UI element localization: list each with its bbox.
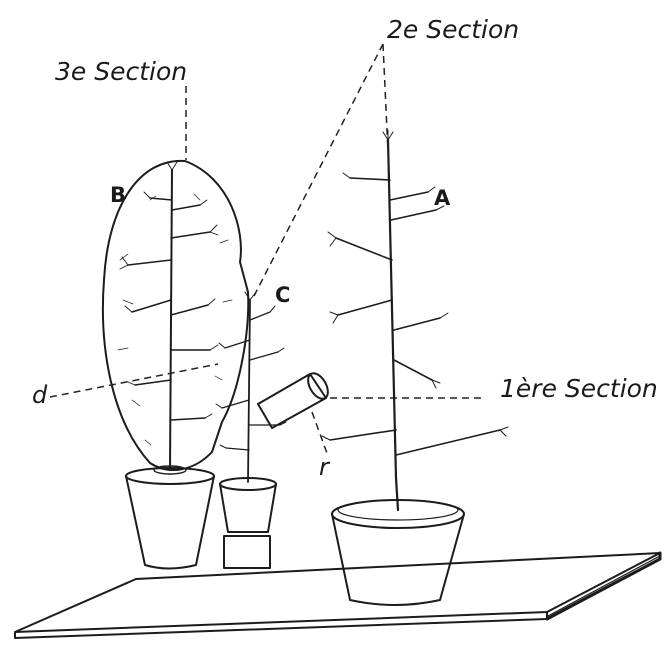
pot-a <box>332 500 464 605</box>
label-r: r <box>319 453 331 481</box>
pot-b <box>126 466 214 569</box>
label-section-3: 3e Section <box>55 57 187 86</box>
plant-c <box>216 292 286 482</box>
section-tube <box>258 370 332 428</box>
label-plant-b: B <box>110 183 126 207</box>
label-plant-a: A <box>434 186 451 210</box>
label-section-2: 2e Section <box>387 15 519 44</box>
table <box>15 553 660 638</box>
label-plant-c: C <box>275 283 290 307</box>
label-section-1: 1ère Section <box>500 374 658 403</box>
leader-lines <box>50 44 485 456</box>
pot-c <box>220 478 276 568</box>
plant-b <box>120 162 218 470</box>
plant-a <box>322 130 508 510</box>
bag-b <box>103 161 248 470</box>
label-d: d <box>32 381 48 409</box>
